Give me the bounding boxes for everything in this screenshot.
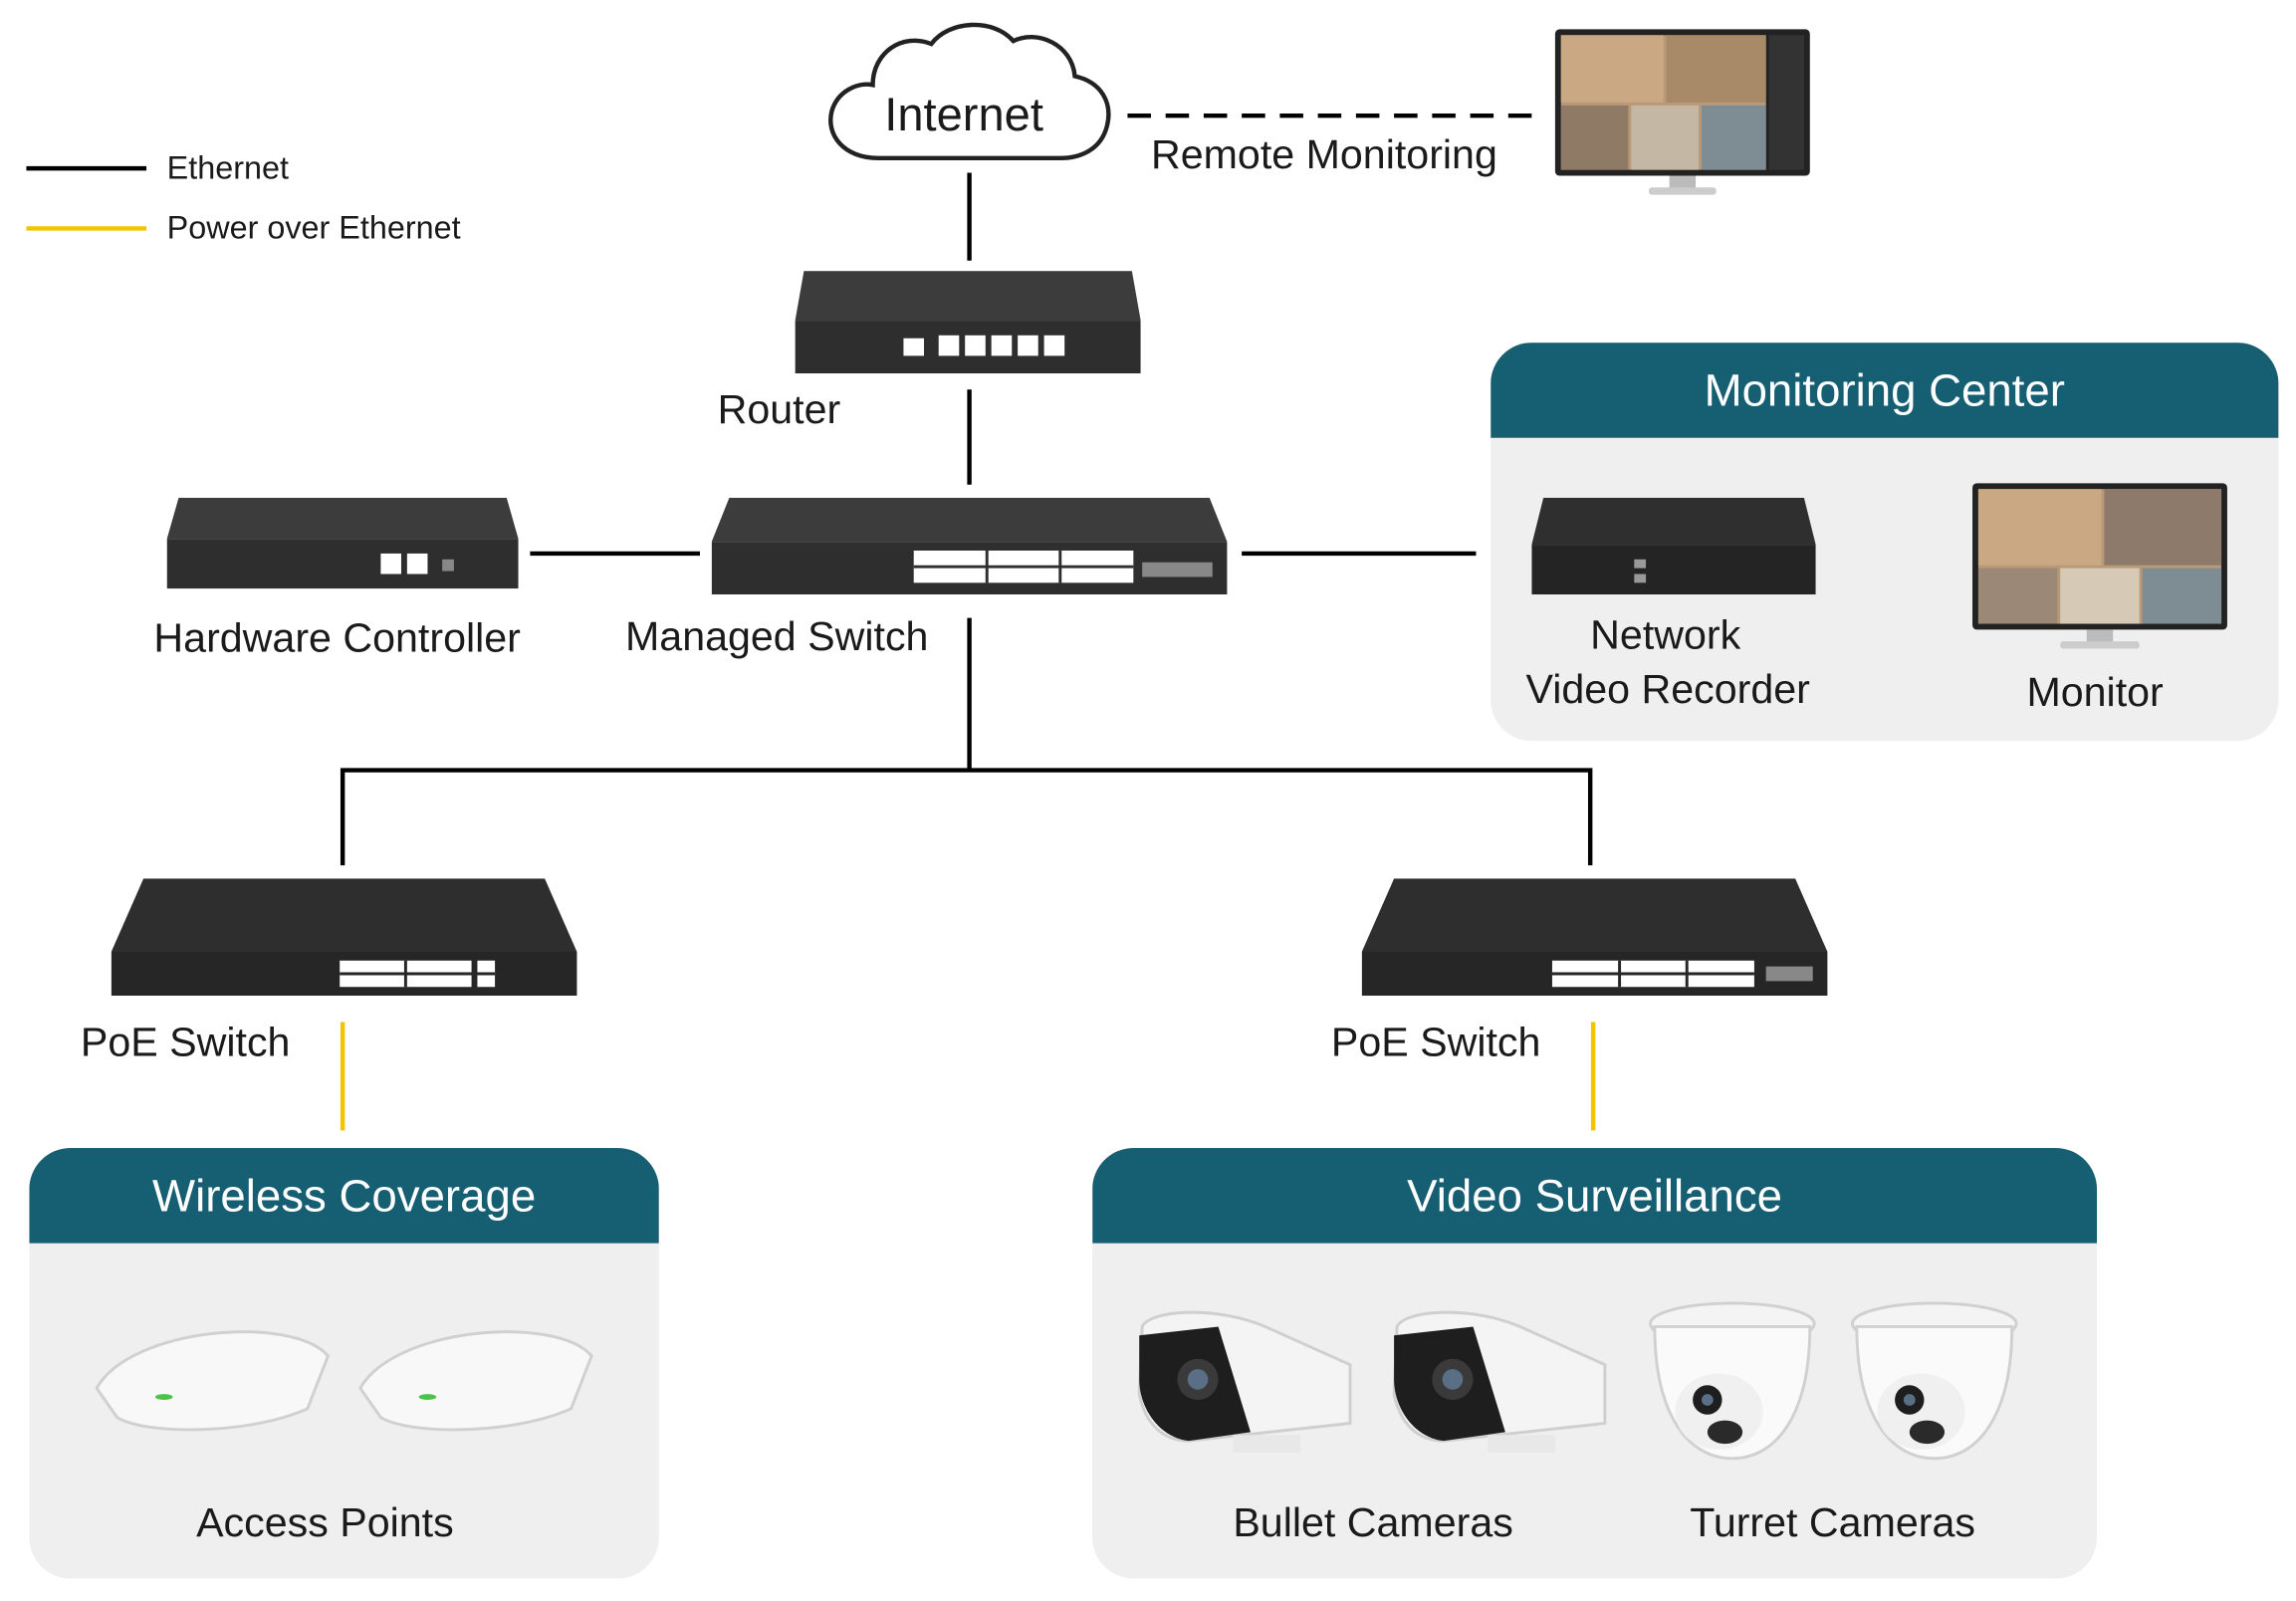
hardware-controller-label: Hardware Controller <box>153 614 521 661</box>
poe-switch-right-icon <box>1361 878 1828 997</box>
link-distribution <box>340 768 1593 866</box>
bullet-camera-icon <box>1385 1306 1613 1459</box>
managed-switch-label: Managed Switch <box>624 613 929 659</box>
poe-switch-left-label: PoE Switch <box>80 1019 291 1065</box>
poe-switch-left-icon <box>111 878 577 997</box>
nvr-label-line2: Video Recorder <box>1525 666 1810 712</box>
monitor-icon <box>1969 480 2230 653</box>
router-icon <box>795 271 1141 374</box>
bullet-camera-icon <box>1130 1306 1358 1459</box>
video-surveillance-title: Video Surveillance <box>1092 1148 2098 1244</box>
internet-label: Internet <box>884 88 1043 141</box>
remote-monitoring-label: Remote Monitoring <box>1150 131 1497 177</box>
nvr-label-line1: Network <box>1590 611 1741 658</box>
legend-ethernet-label: Ethernet <box>166 149 289 186</box>
cloud-icon <box>823 18 1116 164</box>
poe-switch-right-label: PoE Switch <box>1330 1019 1541 1065</box>
access-points-label: Access Points <box>196 1498 454 1545</box>
monitor-label: Monitor <box>2026 669 2164 715</box>
legend-poe-label: Power over Ethernet <box>166 209 461 247</box>
access-point-icon <box>351 1315 600 1436</box>
access-point-icon <box>88 1315 337 1436</box>
turret-cameras-label: Turret Cameras <box>1690 1498 1975 1545</box>
hardware-controller-icon <box>166 498 519 589</box>
turret-camera-icon <box>1646 1300 1819 1462</box>
router-label: Router <box>717 386 841 432</box>
turret-camera-icon <box>1848 1300 2021 1462</box>
nvr-icon <box>1531 498 1816 595</box>
remote-monitor-icon <box>1552 26 1813 199</box>
managed-switch-icon <box>711 498 1228 595</box>
bullet-cameras-label: Bullet Cameras <box>1233 1498 1513 1545</box>
monitoring-center-title: Monitoring Center <box>1491 343 2279 438</box>
wireless-coverage-title: Wireless Coverage <box>29 1148 659 1244</box>
